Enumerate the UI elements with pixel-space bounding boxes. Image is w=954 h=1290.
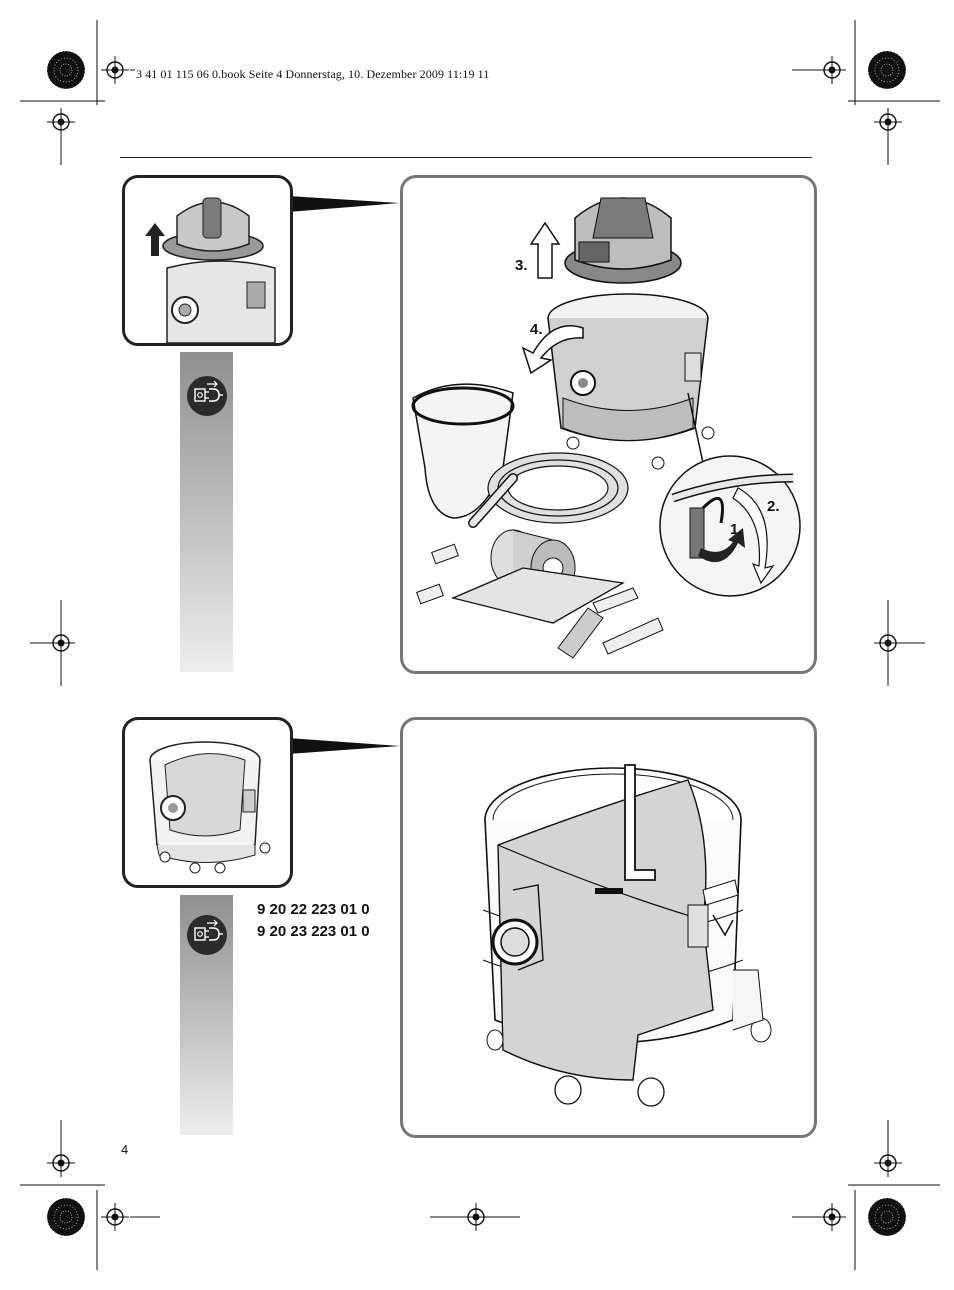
thumbnail-remove-head: [122, 175, 293, 346]
rotate-arrow-icon: [521, 325, 584, 375]
header-rule: [120, 157, 812, 158]
registration-mark-icon: [817, 1202, 847, 1232]
registration-mark-icon: [817, 55, 847, 85]
step-3-label: 3.: [515, 257, 528, 274]
registration-mark-icon: [873, 1148, 903, 1178]
page-number: 4: [121, 1142, 129, 1157]
starburst-bottom-left-icon: [46, 1197, 86, 1237]
starburst-bottom-right-icon: [867, 1197, 907, 1237]
figure-insert-filter-bag: [400, 717, 817, 1138]
registration-mark-icon: [461, 1202, 491, 1232]
rotate-arrow-icon: [698, 528, 745, 563]
callout-pointer-bottom: [288, 738, 400, 754]
step-1-label: 1.: [730, 521, 743, 538]
starburst-top-right-icon: [867, 50, 907, 90]
registration-mark-icon: [46, 107, 76, 137]
starburst-top-left-icon: [46, 50, 86, 90]
thumbnail-insert-filter-bag: [122, 717, 293, 888]
registration-mark-icon: [100, 55, 130, 85]
unplug-mains-icon: [187, 376, 227, 416]
registration-mark-icon: [46, 628, 76, 658]
lift-arrow-icon: [145, 223, 165, 256]
registration-mark-icon: [46, 1148, 76, 1178]
unplug-mains-icon: [187, 915, 227, 955]
rotate-arrow-icon: [732, 487, 775, 585]
registration-mark-icon: [100, 1202, 130, 1232]
step-2-label: 2.: [767, 498, 780, 515]
lift-arrow-icon: [529, 221, 561, 279]
registration-mark-icon: [873, 628, 903, 658]
insert-arrow-icon: [624, 764, 656, 881]
part-number-2: 9 20 23 223 01 0: [257, 923, 370, 940]
print-header: 3 41 01 115 06 0.book Seite 4 Donnerstag…: [136, 67, 490, 81]
figure-remove-head-and-accessories: 3. 4.: [400, 175, 817, 674]
callout-pointer-top: [288, 196, 400, 212]
registration-mark-icon: [873, 107, 903, 137]
part-number-1: 9 20 22 223 01 0: [257, 901, 370, 918]
step-4-label: 4.: [530, 321, 543, 338]
